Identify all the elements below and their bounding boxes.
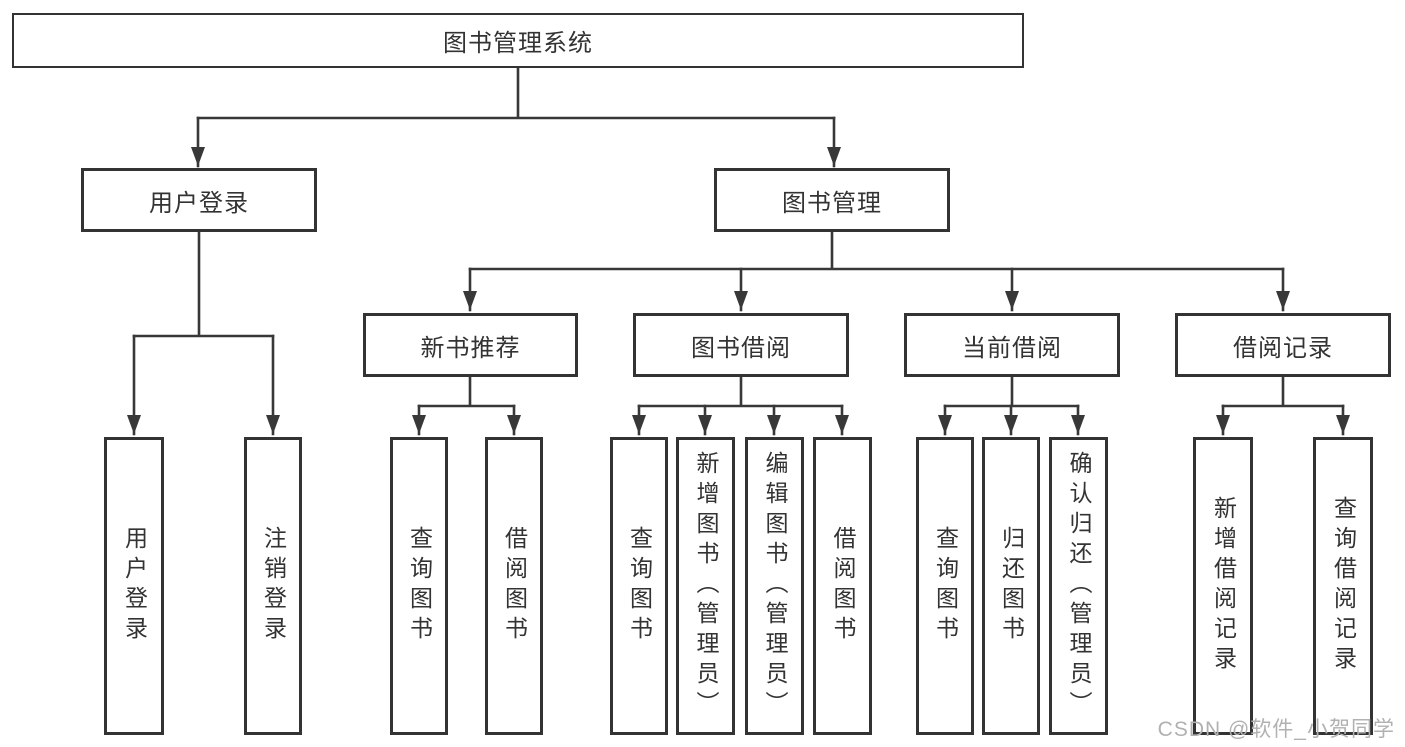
leaf-add-borrow-record: 新增借阅记录	[1193, 437, 1253, 735]
trunk-borrow-records	[1221, 375, 1345, 408]
leaf-user-login: 用户登录	[104, 437, 164, 735]
trunk-new-book-rec	[417, 375, 516, 408]
leaf-query-books-recommend: 查询图书	[390, 437, 448, 735]
leaf-label: 查询图书	[626, 526, 653, 646]
node-user-login: 用户登录	[81, 168, 317, 232]
leaf-label: 确认归还（管理员）	[1066, 451, 1092, 721]
trunk-book-mgmt	[468, 230, 1285, 271]
leaf-label: 查询图书	[406, 526, 433, 646]
leaf-label: 查询图书	[932, 526, 959, 646]
leaf-logout: 注销登录	[244, 437, 302, 735]
leaf-return-books: 归还图书	[982, 437, 1040, 735]
leaf-add-books-admin: 新增图书（管理员）	[676, 437, 735, 735]
leaf-edit-books-admin: 编辑图书（管理员）	[745, 437, 804, 735]
leaf-label: 用户登录	[121, 526, 148, 646]
node-new-book-recommend: 新书推荐	[363, 313, 578, 377]
node-book-borrow: 图书借阅	[633, 313, 849, 377]
node-current-borrow: 当前借阅	[904, 313, 1120, 377]
node-library-system: 图书管理系统	[12, 13, 1024, 68]
leaf-label: 注销登录	[260, 526, 287, 646]
leaf-label: 归还图书	[998, 526, 1025, 646]
leaf-label: 新增借阅记录	[1210, 496, 1237, 676]
leaf-label: 编辑图书（管理员）	[762, 451, 788, 721]
leaf-borrow-books: 借阅图书	[813, 437, 872, 735]
leaf-borrow-books-recommend: 借阅图书	[485, 437, 543, 735]
trunk-book-borrow	[637, 375, 844, 408]
leaf-confirm-return-admin: 确认归还（管理员）	[1049, 437, 1108, 735]
node-borrow-records: 借阅记录	[1175, 313, 1391, 377]
leaf-query-books-current: 查询图书	[916, 437, 974, 735]
leaf-label: 借阅图书	[830, 526, 856, 646]
leaf-label: 查询借阅记录	[1330, 496, 1357, 676]
trunk-current-borrow	[943, 375, 1080, 408]
trunk-root	[196, 65, 836, 120]
csdn-watermark: CSDN @软件_小贺同学	[1157, 718, 1395, 741]
trunk-user-login	[132, 230, 275, 338]
leaf-query-borrow-record: 查询借阅记录	[1313, 437, 1373, 735]
leaf-label: 新增图书（管理员）	[693, 451, 719, 721]
leaf-label: 借阅图书	[501, 526, 528, 646]
node-book-management: 图书管理	[714, 168, 950, 232]
leaf-query-books-borrow: 查询图书	[610, 437, 668, 735]
